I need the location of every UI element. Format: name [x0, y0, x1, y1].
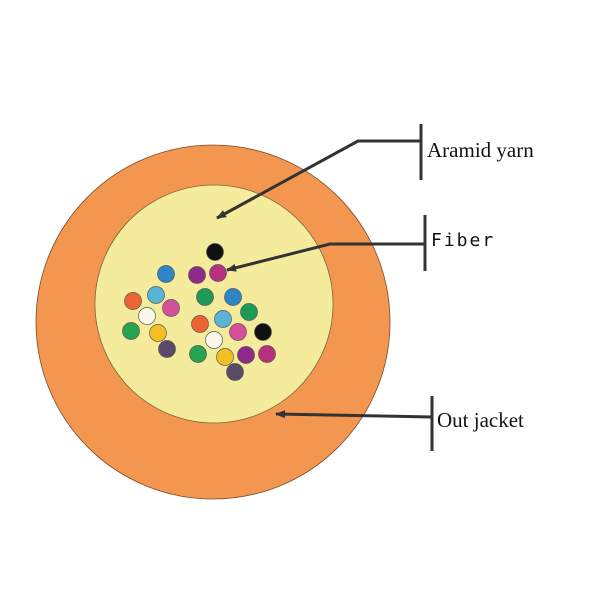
fiber-strand — [122, 322, 140, 340]
fiber-callout: Fiber — [226, 215, 495, 272]
aramid-arrow — [216, 139, 421, 220]
fiber-strand — [206, 243, 224, 261]
fiber-strand — [188, 266, 206, 284]
aramid-yarn-callout: Aramid yarn — [216, 124, 534, 220]
fiber-strand — [224, 288, 242, 306]
fiber-strand — [205, 331, 223, 349]
out-jacket-arrow — [275, 410, 433, 419]
fiber-strand — [214, 310, 232, 328]
fiber-strand — [149, 324, 167, 342]
fiber-strand — [237, 346, 255, 364]
fiber-strand — [138, 307, 156, 325]
fiber-strand — [258, 345, 276, 363]
fiber-strand — [229, 323, 247, 341]
fiber-strand — [191, 315, 209, 333]
fiber-strand — [240, 303, 258, 321]
fiber-strand — [216, 348, 234, 366]
aramid-yarn-layer — [94, 184, 334, 424]
fiber-label: Fiber — [431, 230, 495, 251]
out-jacket-callout: Out jacket — [275, 396, 524, 451]
out-jacket-label: Out jacket — [437, 408, 524, 432]
fiber-strand — [209, 264, 227, 282]
fiber-arrow — [226, 242, 425, 272]
fiber-strand — [147, 286, 165, 304]
fiber-strand — [157, 265, 175, 283]
fiber-strand — [254, 323, 272, 341]
fiber-strand — [196, 288, 214, 306]
fiber-group — [122, 243, 276, 381]
fiber-strand — [124, 292, 142, 310]
fiber-strand — [158, 340, 176, 358]
aramid-yarn-label: Aramid yarn — [427, 138, 534, 162]
fiber-strand — [226, 363, 244, 381]
fiber-strand — [162, 299, 180, 317]
fiber-strand — [189, 345, 207, 363]
